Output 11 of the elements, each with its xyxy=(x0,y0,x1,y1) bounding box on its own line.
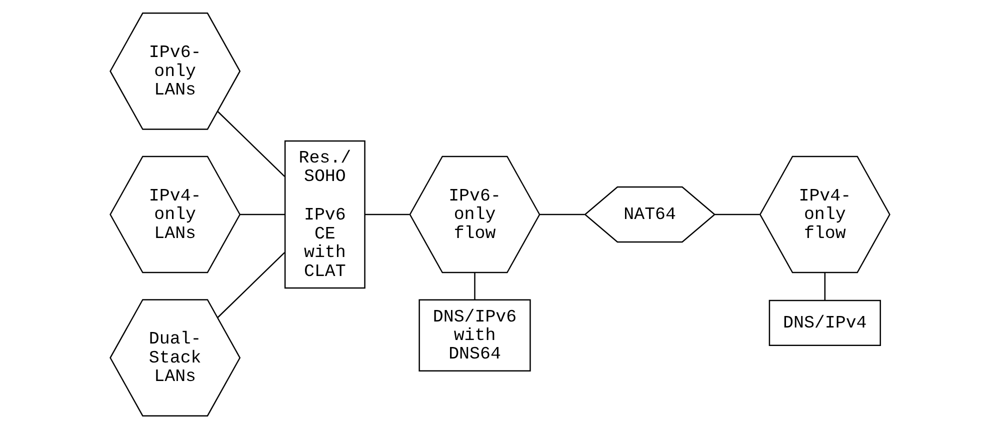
node-box: DNS/IPv6 with DNS64 xyxy=(418,299,531,372)
connector xyxy=(240,214,285,216)
connector xyxy=(474,272,476,300)
node-box: DNS/IPv4 xyxy=(768,300,881,346)
node-box: Res./ SOHO IPv6 CE with CLAT xyxy=(284,140,366,289)
connector xyxy=(217,111,286,177)
connector xyxy=(364,214,410,216)
connector xyxy=(540,214,584,216)
connector xyxy=(714,214,760,216)
connector xyxy=(824,272,826,300)
connector xyxy=(217,252,286,318)
